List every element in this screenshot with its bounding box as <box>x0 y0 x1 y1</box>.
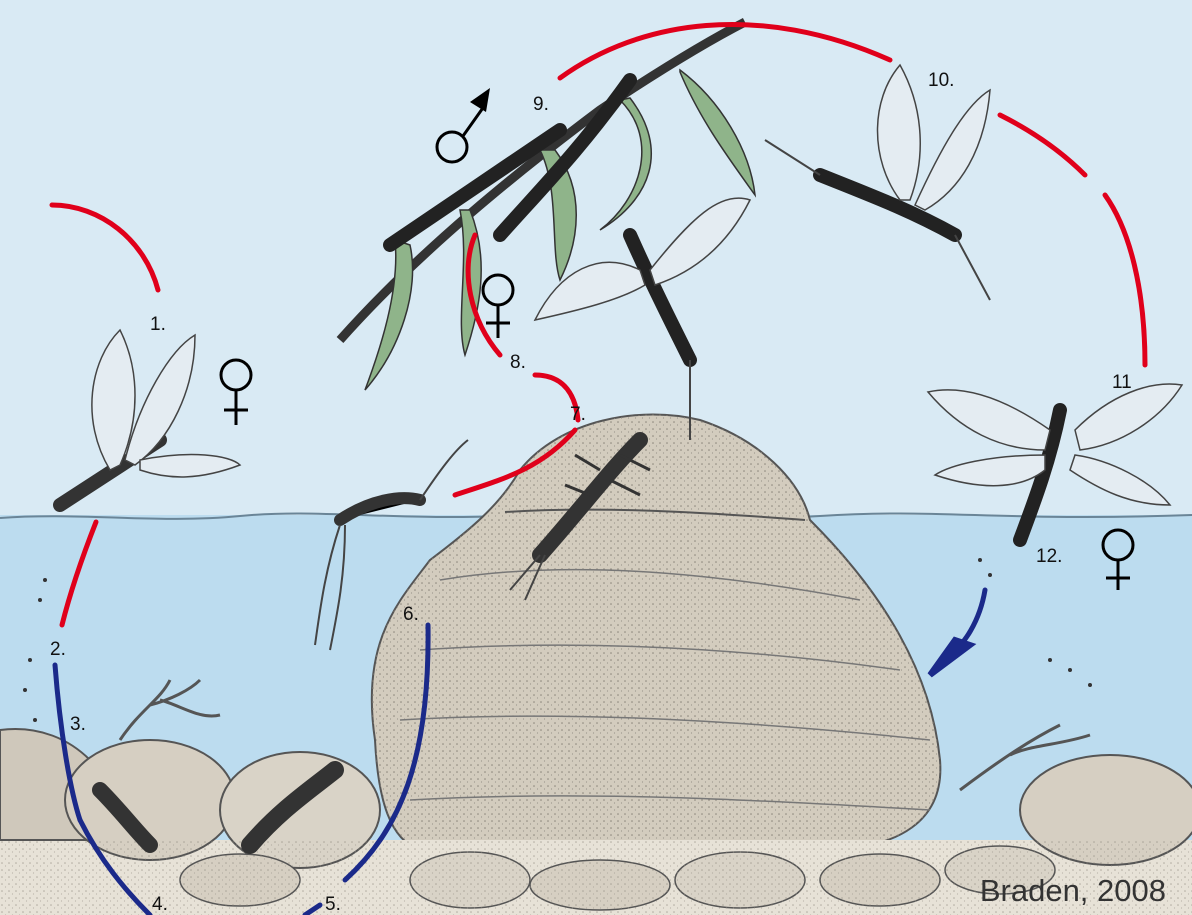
stage-label-7: 7. <box>570 404 586 425</box>
stage-label-2: 2. <box>50 639 66 660</box>
stage-label-12: 12. <box>1036 546 1062 567</box>
stage-label-6: 6. <box>403 604 419 625</box>
stage-label-1: 1. <box>150 314 166 335</box>
stage-label-8: 8. <box>510 352 526 373</box>
stage-label-10: 10. <box>928 70 954 91</box>
stage-label-9: 9. <box>533 94 549 115</box>
stage-label-3: 3. <box>70 714 86 735</box>
stage-label-11: 11 <box>1112 372 1132 393</box>
stage-label-5: 5. <box>325 894 341 915</box>
image-credit: Braden, 2008 <box>980 873 1166 909</box>
stage-label-4: 4. <box>152 894 168 915</box>
